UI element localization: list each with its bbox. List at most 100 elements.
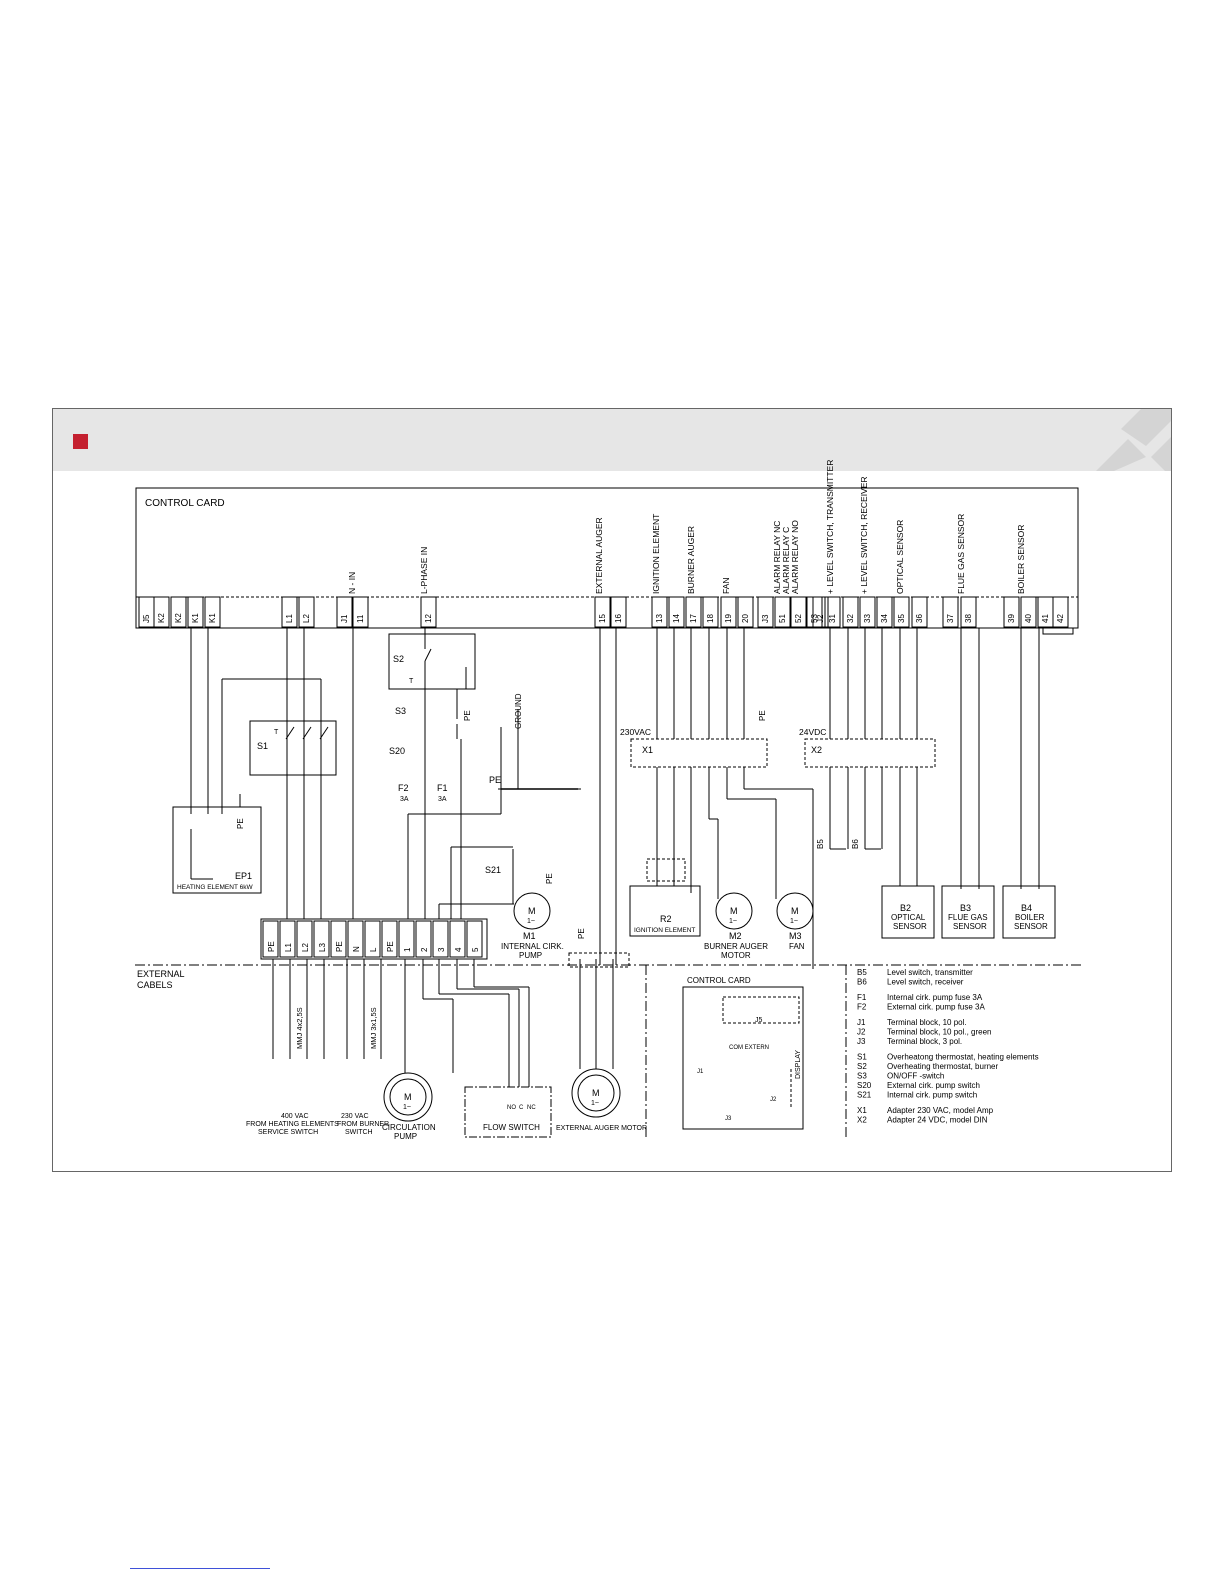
x1-label: X1 xyxy=(642,745,653,755)
aux-m: M xyxy=(592,1088,600,1098)
footer-link-underline[interactable] xyxy=(130,1568,270,1569)
lower-terminal-cell xyxy=(364,920,381,958)
b3-sensor: SENSOR xyxy=(953,922,987,931)
circ-phase: 1~ xyxy=(403,1104,411,1111)
terminal-cell xyxy=(842,596,859,628)
legend-code: J1 xyxy=(857,1018,866,1027)
x2-adapter-box xyxy=(804,738,936,768)
lower-terminal-cell xyxy=(347,920,364,958)
terminal-label: L1 xyxy=(285,614,294,623)
legend-desc: External cirk. pump fuse 3A xyxy=(887,1003,985,1012)
s2-pe-label: PE xyxy=(463,710,472,721)
terminal-label: 31 xyxy=(828,614,837,623)
inset-j1: J1 xyxy=(697,1069,704,1075)
burner-auger-label: BURNER AUGER xyxy=(686,526,696,594)
l-phase-in-label: L-PHASE IN xyxy=(419,547,429,594)
lower-terminal-cell xyxy=(313,920,330,958)
b2-desc: OPTICAL xyxy=(891,913,926,922)
supply2-a: 230 VAC xyxy=(341,1113,369,1120)
inset-display: DISPLAY xyxy=(795,1050,802,1079)
m3-phase: 1~ xyxy=(790,918,798,925)
terminal-cell xyxy=(911,596,928,628)
terminal-label: 37 xyxy=(946,614,955,623)
terminal-cell xyxy=(960,596,977,628)
n-in-label: N - IN xyxy=(347,572,357,594)
lower-terminal-cell xyxy=(330,920,347,958)
terminal-cell xyxy=(170,596,187,628)
s2-thermostat-box xyxy=(388,633,476,690)
m1-label: M1 xyxy=(523,931,536,941)
b5-label: B5 xyxy=(816,839,825,849)
terminal-label: 13 xyxy=(655,614,664,623)
b2-label: B2 xyxy=(900,903,911,913)
f2-label: F2 xyxy=(398,783,409,793)
terminal-cell xyxy=(757,596,774,628)
terminal-label: 36 xyxy=(915,614,924,623)
boiler-sensor-label: BOILER SENSOR xyxy=(1016,525,1026,594)
b4-sensor: SENSOR xyxy=(1014,922,1048,931)
terminal-label: 19 xyxy=(724,614,733,623)
legend-code: B6 xyxy=(857,978,867,987)
circ-label1: CIRCULATION xyxy=(382,1123,436,1132)
level-rx-label: + LEVEL SWITCH, RECEIVER xyxy=(859,476,869,594)
supply1-a: 400 VAC xyxy=(281,1113,309,1120)
f1-label: F1 xyxy=(437,783,448,793)
b3-box xyxy=(941,885,995,939)
header-band xyxy=(53,409,1171,471)
legend-desc: Internal cirk. pump fuse 3A xyxy=(887,993,983,1002)
legend-desc: Internal cirk. pump switch xyxy=(887,1091,977,1100)
lower-terminal-cell xyxy=(296,920,313,958)
m1-desc1: INTERNAL CIRK. xyxy=(501,942,564,951)
r2-desc: IGNITION ELEMENT xyxy=(634,927,695,934)
wires xyxy=(190,628,1040,1087)
m3-label: M3 xyxy=(789,931,802,941)
flow-nc: NC xyxy=(527,1105,536,1111)
cable1-label: MMJ 4x2,5S xyxy=(295,1007,304,1049)
m3-m: M xyxy=(791,906,799,916)
terminal-label: 51 xyxy=(778,614,787,623)
lower-terminal-cell xyxy=(381,920,398,958)
external-label: EXTERNAL xyxy=(137,969,185,979)
m1-pe-label: PE xyxy=(545,873,554,884)
m1-desc2: PUMP xyxy=(519,951,542,960)
terminal-cell xyxy=(774,596,791,628)
m1-phase: 1~ xyxy=(527,918,535,925)
circ-m: M xyxy=(404,1092,412,1102)
ext-auger-pe-label: PE xyxy=(577,928,586,939)
x1-pe-label: PE xyxy=(758,710,767,721)
legend-code: F1 xyxy=(857,993,867,1002)
terminal-cell xyxy=(720,596,737,628)
b3-label: B3 xyxy=(960,903,971,913)
terminal-label: K1 xyxy=(208,613,217,623)
flow-no: NO xyxy=(507,1105,516,1111)
terminal-label: 14 xyxy=(672,614,681,623)
terminal-label: K2 xyxy=(174,613,183,623)
terminal-cell xyxy=(876,596,893,628)
lower-terminal-cell xyxy=(398,920,415,958)
terminal-label: J3 xyxy=(761,614,770,623)
terminal-cell xyxy=(942,596,959,628)
wiring-diagram: CONTROL CARD N - IN L-PHASE IN EXTERNAL … xyxy=(135,460,1081,1141)
terminal-cell xyxy=(336,596,353,628)
terminal-label: K1 xyxy=(191,613,200,623)
terminal-cell xyxy=(859,596,876,628)
b2-box xyxy=(881,885,935,939)
terminal-cell xyxy=(651,596,668,628)
fan-label: FAN xyxy=(721,577,731,594)
lower-terminal-label: 5 xyxy=(471,947,480,952)
legend-code: F2 xyxy=(857,1003,867,1012)
m2-label: M2 xyxy=(729,931,742,941)
terminal-label: 39 xyxy=(1007,614,1016,623)
lower-terminal-label: L2 xyxy=(301,943,310,952)
terminal-cell xyxy=(737,596,754,628)
ep1-label: EP1 xyxy=(235,871,252,881)
terminal-cell xyxy=(1052,596,1069,628)
ext-auger-motor-label: EXTERNAL AUGER MOTOR xyxy=(556,1125,647,1132)
f2-rating: 3A xyxy=(400,796,409,803)
terminal-cell xyxy=(153,596,170,628)
terminal-label: J2 xyxy=(816,614,825,623)
legend-desc: Terminal block, 10 pol., green xyxy=(887,1028,992,1037)
b2-sensor: SENSOR xyxy=(893,922,927,931)
alarm-c-label: ALARM RELAY C xyxy=(781,527,791,594)
legend-desc: Overheatong thermostat, heating elements xyxy=(887,1053,1039,1062)
